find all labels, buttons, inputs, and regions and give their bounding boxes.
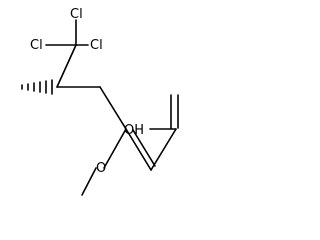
structure-canvas: Cl Cl Cl O OH — [21, 7, 179, 196]
atom-label-cl-left: Cl — [30, 38, 43, 53]
atom-label-cl-top: Cl — [70, 7, 83, 22]
bond-o-methyl — [81, 167, 97, 196]
atom-label-cl-right: Cl — [90, 38, 103, 53]
bond-c3-c2-double-b — [132, 129, 156, 167]
chemical-structure: Cl Cl Cl O OH — [21, 7, 179, 196]
atom-label-methoxy-o: O — [96, 161, 106, 176]
bond-c3-o-methoxy — [103, 128, 127, 169]
bond-c2-c1 — [150, 128, 177, 171]
bond-c6-c5 — [56, 44, 77, 88]
atom-label-hydroxyl: OH — [124, 123, 144, 138]
bond-c4-c3 — [99, 86, 127, 130]
hashed-wedge-methyl — [21, 79, 53, 95]
bond-c3-c2-double-a — [125, 128, 152, 171]
